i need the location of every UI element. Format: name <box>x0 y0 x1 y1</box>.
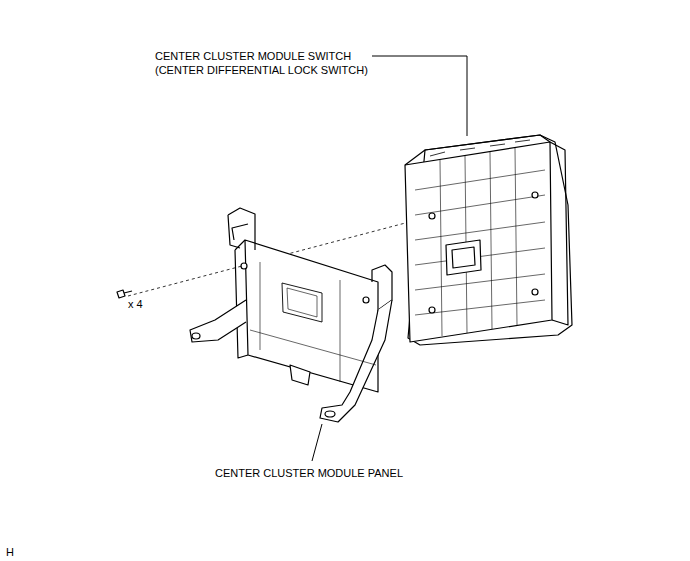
leader-line <box>372 56 467 136</box>
figure-code: H <box>6 546 14 559</box>
part-name: CENTER CLUSTER MODULE SWITCH <box>155 50 351 63</box>
part-name: (CENTER DIFFERENTIAL LOCK SWITCH) <box>155 64 368 77</box>
switch-module <box>405 135 572 345</box>
quantity-label: x 4 <box>128 298 143 311</box>
leader-line <box>312 424 322 461</box>
part-name: CENTER CLUSTER MODULE PANEL <box>215 467 403 480</box>
panel-bracket <box>190 208 392 422</box>
screw-symbol <box>117 290 132 298</box>
